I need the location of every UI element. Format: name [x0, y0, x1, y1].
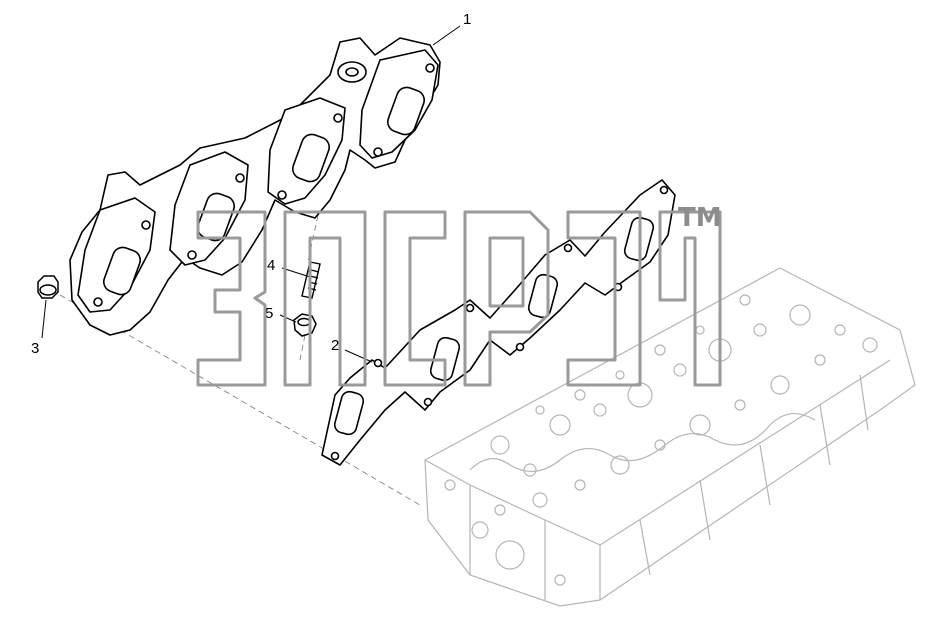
manifold-gasket: [321, 179, 676, 466]
nut-part-3: [37, 275, 59, 299]
callout-2: 2: [331, 337, 339, 354]
head-holes: [444, 294, 878, 586]
nut-part-5: [293, 313, 317, 337]
watermark-tm: TM: [678, 203, 722, 233]
exhaust-manifold: [69, 37, 441, 336]
callout-3: 3: [31, 340, 39, 357]
watermark-logo: [196, 210, 722, 387]
callout-1: 1: [463, 11, 471, 28]
callout-5: 5: [265, 305, 273, 322]
cylinder-head: [424, 267, 916, 607]
leader-lines: [41, 25, 461, 363]
callout-4: 4: [267, 257, 275, 274]
